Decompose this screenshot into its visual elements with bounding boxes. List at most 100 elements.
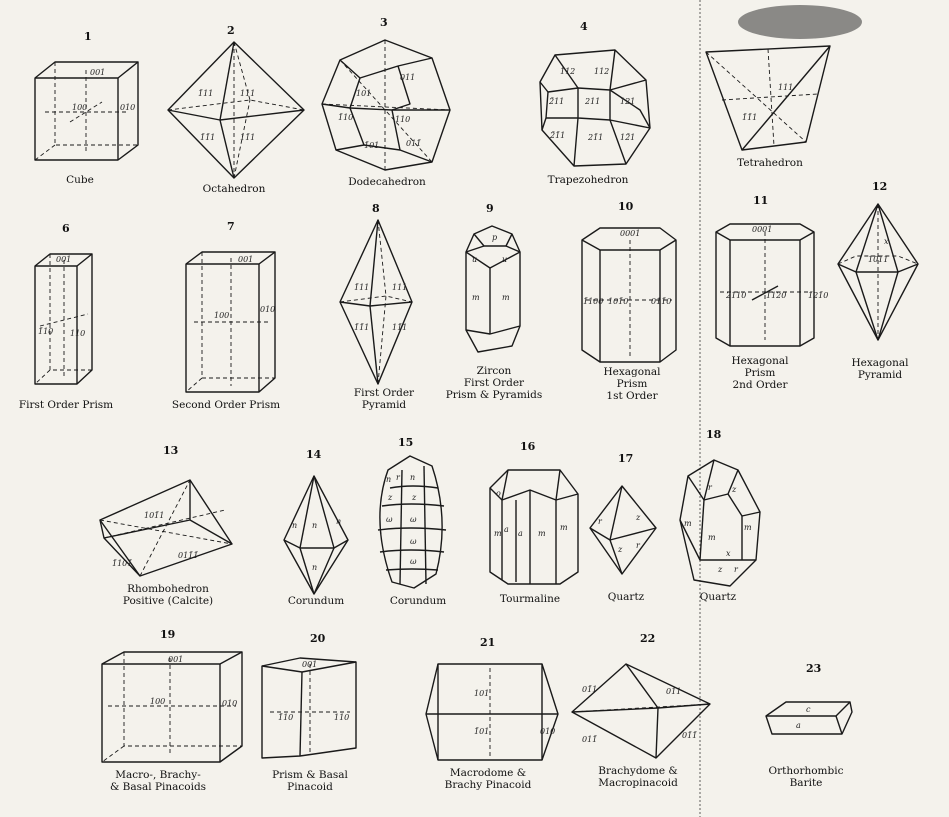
figure-caption: Cube <box>66 174 94 186</box>
figure-outline <box>34 253 93 385</box>
face-label: 1̄10 <box>278 713 293 722</box>
figure-caption: Quartz <box>700 591 737 603</box>
face-label: 001 <box>90 68 105 77</box>
face-label: 2̄1̄1 <box>549 131 565 140</box>
face-label: 100 <box>72 103 87 112</box>
face-label: z <box>411 493 417 502</box>
figure-caption: Prism & Basal <box>272 769 348 781</box>
figure-caption: Pinacoid <box>287 781 333 793</box>
face-label: 111 <box>778 83 793 92</box>
face-label: 0001 <box>620 229 640 238</box>
face-label: 111 <box>392 283 407 292</box>
figure-outline <box>765 701 853 735</box>
face-label: z <box>731 485 737 494</box>
face-label: 1̄11 <box>354 283 369 292</box>
figure-outline <box>705 45 831 151</box>
face-label: 2̄110 <box>725 291 746 300</box>
face-label: 101 <box>474 689 489 698</box>
figure-caption: Positive (Calcite) <box>123 595 213 607</box>
figure-number: 13 <box>163 444 178 457</box>
face-label: 101 <box>356 89 371 98</box>
figure-caption: Hexagonal <box>852 357 910 369</box>
figure-number: 1 <box>84 30 92 43</box>
face-label: r <box>598 517 603 526</box>
figure-number: 22 <box>640 632 655 645</box>
face-label: m <box>502 293 510 302</box>
figure-8-first-order-pyramid: 8 1̄11 111 1̄1̄1 11̄1 First Order Pyrami… <box>339 202 415 411</box>
face-label: r <box>636 541 641 550</box>
figure-caption: Prism & Pyramids <box>446 389 543 401</box>
figure-23-barite: 23 c a Orthorhombic Barite <box>765 662 853 789</box>
face-label: n <box>312 563 317 572</box>
figure-caption: Quartz <box>608 591 645 603</box>
figure-outline <box>101 651 243 763</box>
face-label: 101̄0 <box>608 297 628 306</box>
face-label: 011̄ <box>582 735 597 744</box>
face-label: 1̄01 <box>364 141 379 150</box>
face-label: 010 <box>222 699 237 708</box>
face-label: 111 <box>240 89 255 98</box>
face-label: a <box>504 525 509 534</box>
figure-caption: Tetrahedron <box>737 157 803 169</box>
figure-15-corundum-barrel: 15 n r n z z ω ω ω ω Corundum <box>377 436 446 607</box>
face-label: ω <box>410 537 417 546</box>
face-label: o <box>496 489 501 498</box>
face-label: n <box>312 521 317 530</box>
face-label: 1̄101̄ <box>112 559 132 568</box>
figure-caption: Dodecahedron <box>348 176 426 188</box>
figure-number: 18 <box>706 428 722 441</box>
figure-caption: & Basal Pinacoids <box>110 781 206 793</box>
face-label: p <box>492 233 497 242</box>
face-label: 100 <box>150 697 165 706</box>
face-label: 010 <box>260 305 275 314</box>
face-label: m <box>744 523 752 532</box>
figure-caption: Hexagonal <box>604 366 662 378</box>
figure-outline <box>321 39 451 171</box>
face-label: m <box>560 523 568 532</box>
face-label: ω <box>386 515 393 524</box>
figure-caption: Macropinacoid <box>598 777 678 789</box>
face-label: 010 <box>120 103 135 112</box>
face-label: r <box>396 473 401 482</box>
figure-4-trapezohedron: 4 1̄12 112 2̄11 211 121 2̄1̄1 21̄1 12̄1 … <box>539 20 651 186</box>
figure-outline <box>425 663 559 761</box>
figure-22-brachydome: 22 01̄1 011 011̄ 01̄1̄ Brachydome & Macr… <box>571 632 711 789</box>
face-label: 011 <box>666 687 681 696</box>
face-label: 100 <box>214 311 229 320</box>
face-label: n <box>292 521 297 530</box>
figure-caption: Pyramid <box>858 369 903 381</box>
figure-12-hexagonal-pyramid: 12 x 101̄1 Hexagonal Pyramid <box>837 180 919 381</box>
figure-number: 17 <box>618 452 633 465</box>
face-label: 11̄1 <box>392 323 407 332</box>
figure-number: 6 <box>62 222 70 235</box>
face-label: 110 <box>334 713 349 722</box>
figure-13-rhombohedron: 13 101̄1 1̄101̄ 011̄1̄ Rhombohedron Posi… <box>99 444 233 607</box>
face-label: 211 <box>584 97 600 106</box>
figure-7-second-order-prism: 7 001 100 010 Second Order Prism <box>172 220 280 411</box>
figure-caption: Octahedron <box>203 183 266 195</box>
figure-caption: Prism <box>745 367 776 379</box>
figure-16-tourmaline: 16 o m a m a m Tourmaline <box>489 440 579 605</box>
face-label: n <box>336 517 341 526</box>
figure-11-hexagonal-prism-2nd-order: 11 0001 2̄110 112̄0 1̄21̄0 Hexagonal Pri… <box>715 194 828 391</box>
figure-number: 11 <box>753 194 768 207</box>
face-label: z <box>717 565 723 574</box>
figure-caption: 1st Order <box>606 390 658 402</box>
figure-number: 12 <box>872 180 887 193</box>
face-label: 1̄11 <box>198 89 213 98</box>
figure-caption: First Order <box>464 377 525 389</box>
figure-caption: Prism <box>617 378 648 390</box>
figure-number: 7 <box>227 220 235 233</box>
face-label: z <box>635 513 641 522</box>
figure-number: 20 <box>310 632 326 645</box>
figure-number: 10 <box>618 200 634 213</box>
figure-caption: Macro-, Brachy- <box>115 769 201 781</box>
figure-number: 3 <box>380 16 388 29</box>
figure-1-cube: 1 001 100 010 Cube <box>34 30 139 186</box>
face-label: m <box>708 533 716 542</box>
face-label: x <box>884 237 889 246</box>
face-label: u <box>472 255 477 264</box>
figure-caption: Trapezohedron <box>548 174 629 186</box>
face-label: m <box>684 519 692 528</box>
face-label: 1̄12 <box>560 67 575 76</box>
